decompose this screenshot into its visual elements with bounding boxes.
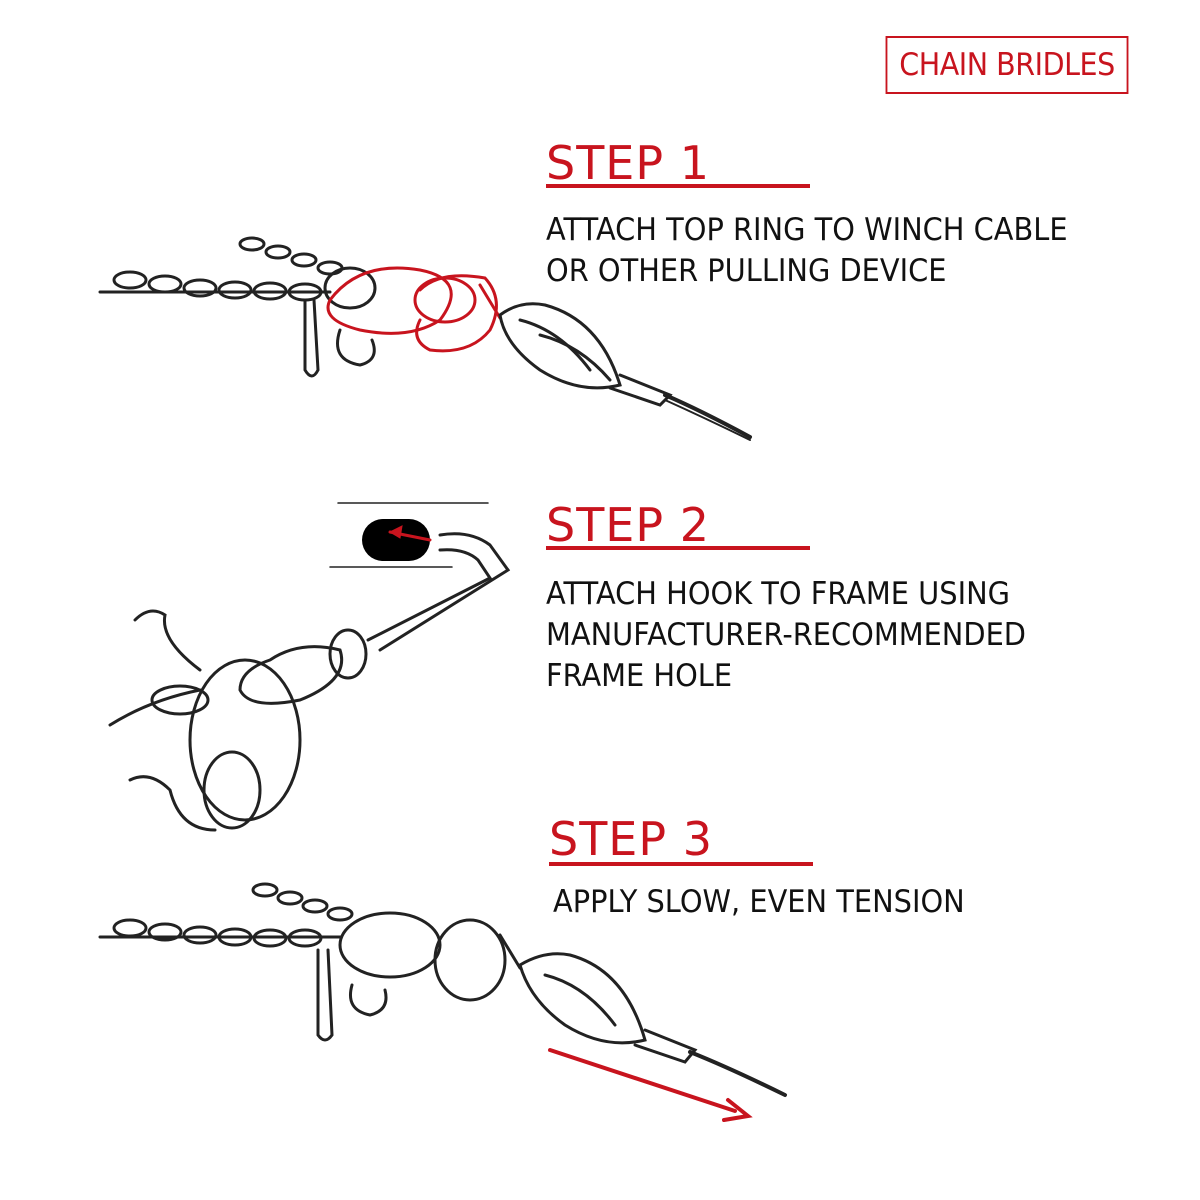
step3-title: STEP 3 bbox=[549, 812, 713, 866]
step1-cable bbox=[498, 302, 752, 441]
step2-line-2: MANUFACTURER-RECOMMENDED bbox=[546, 617, 1026, 653]
step2-line-1: ATTACH HOOK TO FRAME USING bbox=[546, 576, 1010, 612]
step1-illustration bbox=[98, 236, 752, 441]
frame-hole bbox=[362, 519, 430, 561]
frame-hook bbox=[378, 532, 511, 652]
step3-description: APPLY SLOW, EVEN TENSION bbox=[553, 882, 965, 923]
chain-bridles-badge: CHAIN BRIDLES bbox=[885, 36, 1129, 94]
step3-line-1: APPLY SLOW, EVEN TENSION bbox=[553, 884, 965, 920]
tension-arrow-icon bbox=[548, 1048, 737, 1113]
step1-title: STEP 1 bbox=[546, 136, 710, 190]
badge-label: CHAIN BRIDLES bbox=[899, 47, 1115, 83]
step1-chain bbox=[98, 236, 344, 302]
step1-red-ring bbox=[326, 266, 502, 353]
step1-line-2: OR OTHER PULLING DEVICE bbox=[546, 253, 947, 289]
step2-title: STEP 2 bbox=[546, 498, 710, 552]
step1-line-1: ATTACH TOP RING TO WINCH CABLE bbox=[546, 212, 1068, 248]
step3-illustration bbox=[98, 882, 787, 1122]
step3-rule bbox=[549, 862, 813, 866]
step1-description: ATTACH TOP RING TO WINCH CABLE OR OTHER … bbox=[546, 210, 1068, 292]
step2-line-3: FRAME HOLE bbox=[546, 658, 733, 694]
step2-illustration bbox=[108, 502, 511, 832]
step2-rule bbox=[546, 546, 810, 550]
step1-rule bbox=[546, 184, 810, 188]
step1-hook bbox=[303, 298, 320, 378]
step2-description: ATTACH HOOK TO FRAME USING MANUFACTURER-… bbox=[546, 574, 1026, 697]
